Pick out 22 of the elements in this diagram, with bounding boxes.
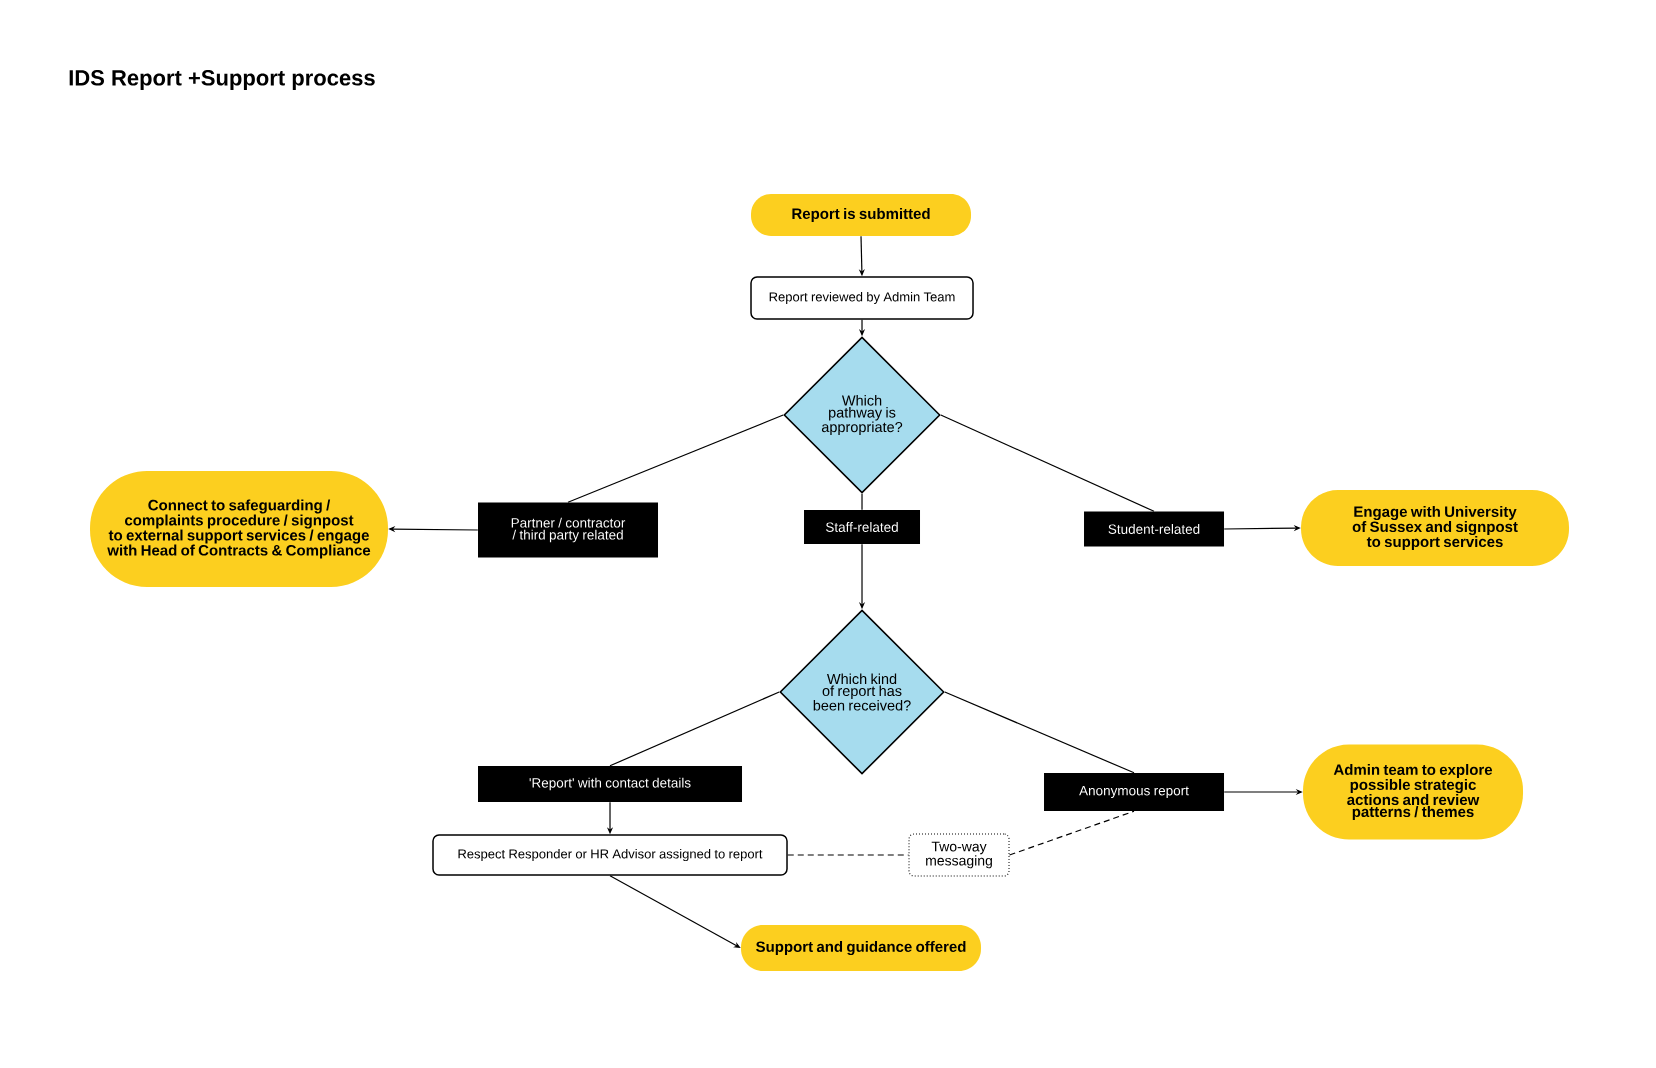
connector — [861, 493, 863, 511]
note-box: Two-way messaging — [908, 833, 1010, 877]
pathway-label-box: Staff-related — [804, 510, 920, 544]
connector — [944, 691, 1135, 774]
process-box: Respect Responder or HR Advisor assigned to report — [432, 834, 788, 876]
pathway-label-box: 'Report' with contact details — [478, 766, 742, 802]
pathway-label-box: Anonymous report — [1044, 773, 1224, 811]
pathway-label-box: Student-related — [1084, 511, 1224, 547]
connector — [567, 414, 784, 503]
terminal-pill: Connect to safeguarding / complaints procedure / signpost to external support services / engage with Head of Contracts & Compliance — [90, 471, 388, 587]
process-box: Report reviewed by Admin Team — [750, 276, 974, 320]
terminal-pill: Admin team to explore possible strategic actions and review patterns / themes — [1303, 744, 1523, 840]
title: IDS Report +Support process — [69, 70, 375, 90]
pathway-label-box: Partner / contractor / third party related — [478, 502, 658, 558]
terminal-pill: Engage with University of Sussex and signpost to support services — [1301, 490, 1569, 566]
terminal-pill: Support and guidance offered — [741, 925, 981, 971]
connector — [940, 414, 1155, 512]
connector — [1008, 810, 1135, 856]
terminal-pill: Report is submitted — [751, 194, 971, 236]
connector — [787, 854, 910, 856]
connector — [609, 875, 741, 948]
connector — [609, 691, 780, 767]
